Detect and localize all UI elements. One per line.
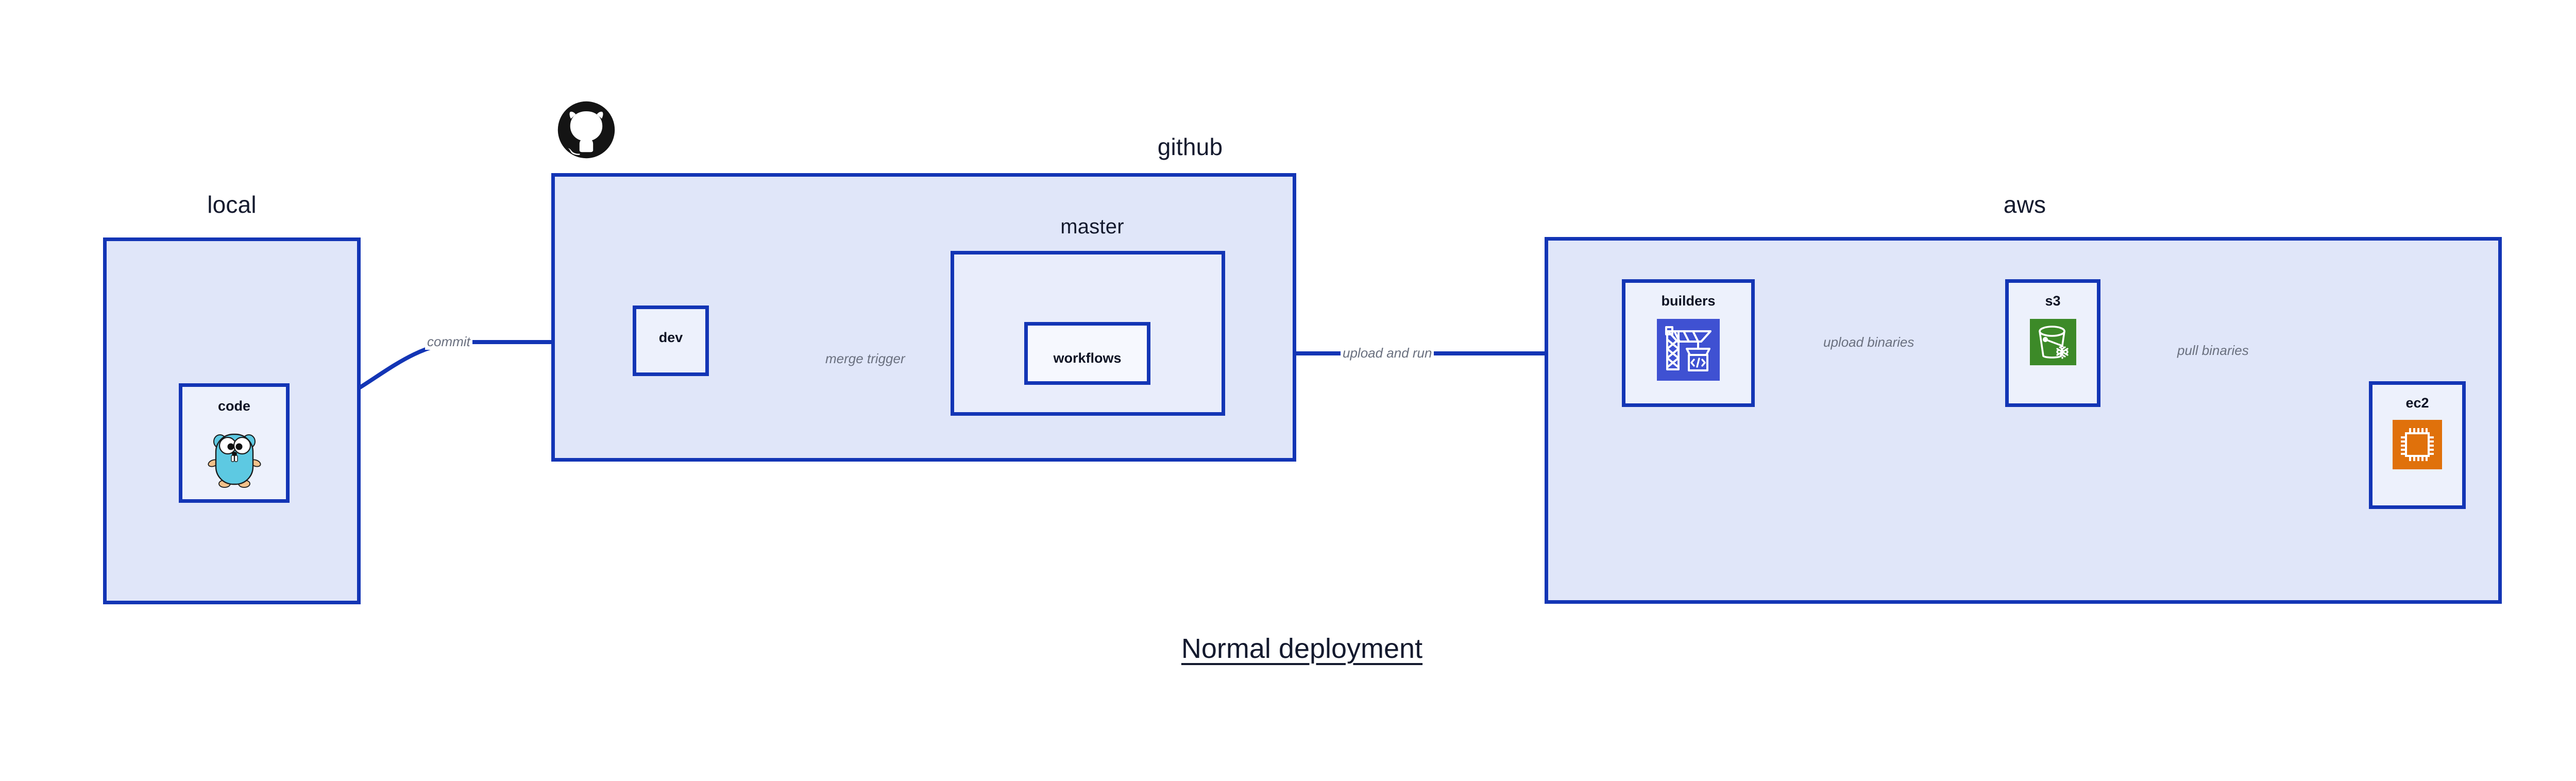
bucket-snowflake-icon: [2029, 319, 2076, 365]
crane-code-icon: [1657, 319, 1720, 381]
node-label-workflows: workflows: [1053, 350, 1122, 366]
node-box-workflows[interactable]: workflows: [1024, 322, 1150, 385]
node-box-s3[interactable]: s3: [2005, 279, 2100, 407]
github-octocat-icon: [557, 101, 615, 159]
node-label-ec2: ec2: [2405, 395, 2429, 411]
edge-label-commit: commit: [425, 334, 472, 350]
edge-label-pull-binaries: pull binaries: [2175, 343, 2251, 359]
node-label-code: code: [217, 398, 251, 414]
group-box-local[interactable]: [103, 237, 361, 604]
node-box-dev[interactable]: dev: [633, 305, 709, 376]
subgroup-label-master: master: [1060, 215, 1124, 238]
cpu-chip-icon: [2393, 420, 2442, 469]
node-label-s3: s3: [2045, 293, 2061, 309]
node-box-ec2[interactable]: ec2: [2369, 381, 2466, 509]
node-box-code[interactable]: code: [179, 383, 290, 503]
edge-label-upload-binaries: upload binaries: [1821, 334, 1917, 350]
group-label-github: github: [1157, 133, 1223, 160]
node-label-builders: builders: [1661, 293, 1716, 309]
diagram-title: Normal deployment: [1181, 633, 1423, 664]
edge-label-merge-trigger: merge trigger: [823, 351, 907, 367]
edge-label-upload-and-run: upload and run: [1341, 345, 1434, 361]
group-label-local: local: [207, 191, 257, 218]
node-box-builders[interactable]: builders: [1622, 279, 1755, 407]
group-label-aws: aws: [2003, 191, 2046, 218]
node-label-dev: dev: [658, 330, 683, 345]
go-gopher-icon: [207, 433, 261, 488]
